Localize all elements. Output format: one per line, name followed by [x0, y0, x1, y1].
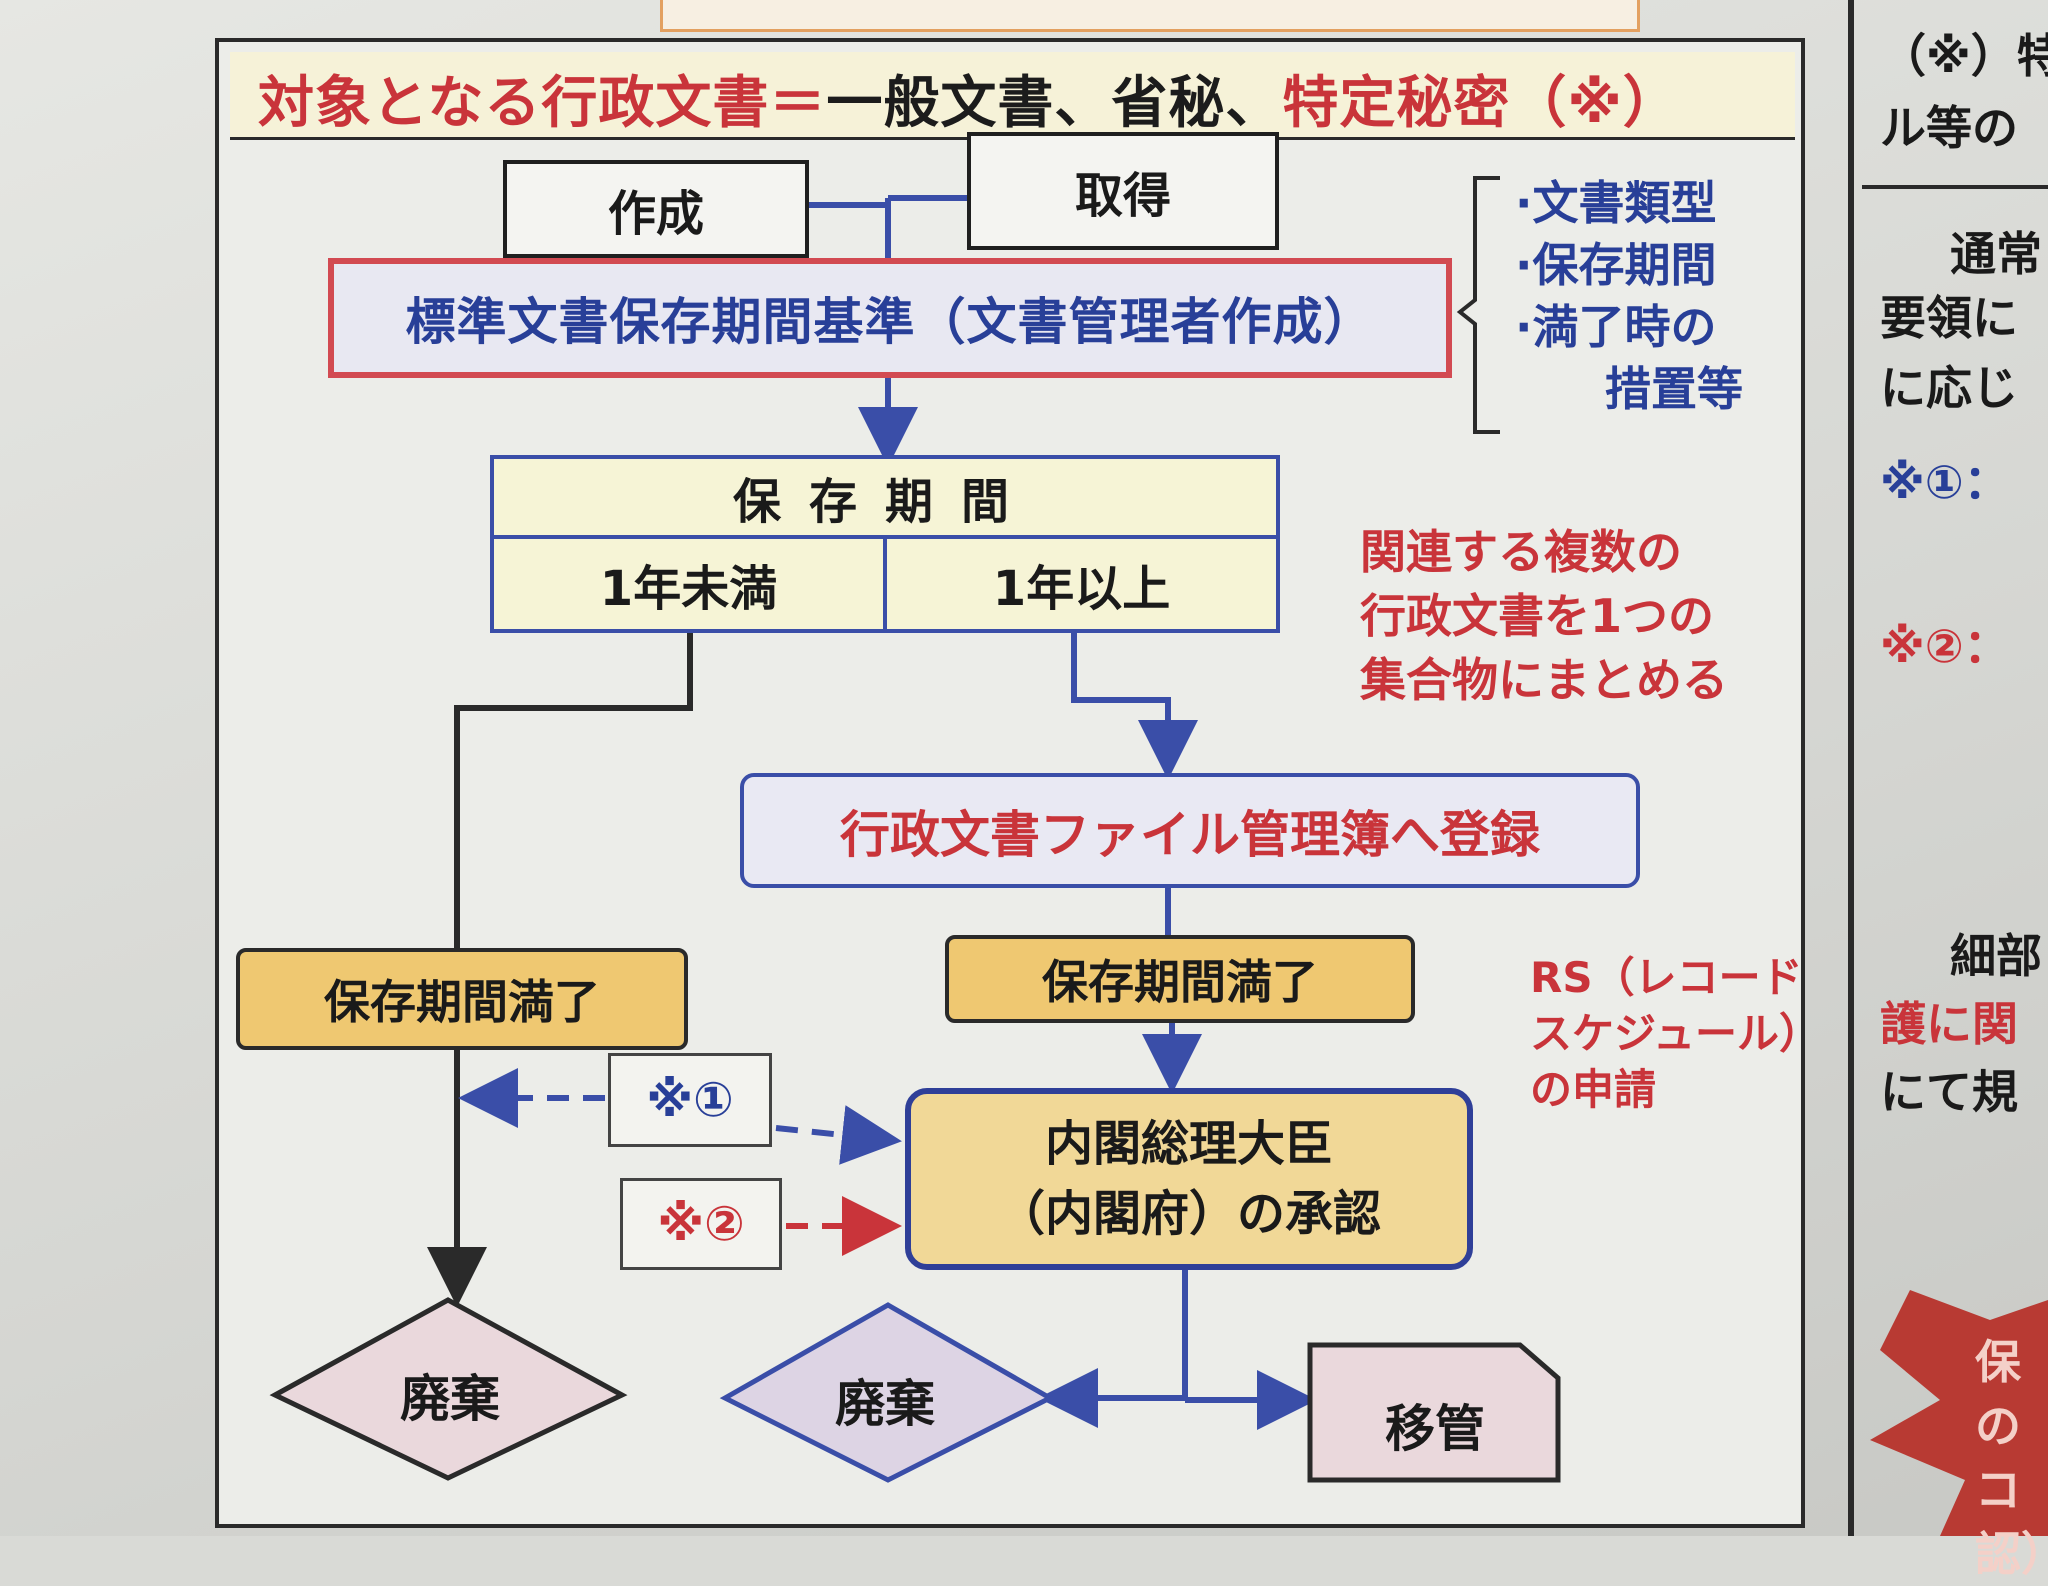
merge-note-line: 集合物にまとめる: [1360, 653, 1728, 707]
note-1-box: ※①: [608, 1053, 772, 1147]
right-column-rule: [1862, 185, 2048, 189]
burst-line: のコ: [1975, 1399, 2021, 1517]
transfer-shape: [1307, 1342, 1561, 1483]
callout-burst: [1870, 1290, 2048, 1536]
standard-item: ·文書類型: [1515, 176, 1717, 230]
standard-item: ·保存期間: [1515, 238, 1717, 292]
previous-section-box: [660, 0, 1640, 32]
right-line: 要領に: [1880, 291, 2018, 345]
title-part-general: 一般文書、省秘、: [826, 71, 1283, 136]
standard-items-list: ·文書類型 ·保存期間 ·満了時の 措置等: [1515, 172, 1795, 442]
period-one-year-or-more: 1年以上: [992, 561, 1171, 617]
column-divider: [1848, 0, 1854, 1536]
create-box: 作成: [503, 160, 809, 258]
rs-note-line: の申請: [1530, 1065, 1657, 1114]
standard-retention-box: 標準文書保存期間基準（文書管理者作成）: [328, 258, 1452, 378]
expiry-right-box: 保存期間満了: [945, 935, 1415, 1023]
note1-arrow-right: [775, 1105, 902, 1165]
diagram-title: 対象となる行政文書＝一般文書、省秘、特定秘密（※）: [258, 58, 1798, 138]
right-line: にて規: [1880, 1065, 2018, 1119]
rs-note: RS（レコード スケジュール） の申請: [1530, 950, 1822, 1150]
retention-period-table: 保存期間 1年未満 1年以上: [490, 455, 1280, 633]
dispose-left-diamond: [269, 1297, 628, 1481]
title-part-target: 対象となる行政文書＝: [258, 71, 827, 136]
transfer-label: 移管: [1385, 1400, 1485, 1458]
merge-note: 関連する複数の 行政文書を1つの 集合物にまとめる: [1360, 520, 1810, 720]
right-line: 通常: [1950, 227, 2042, 281]
right-line: 護に関: [1880, 997, 2018, 1051]
burst-line: 保: [1975, 1335, 2021, 1389]
title-part-secret: 特定秘密（※）: [1282, 71, 1680, 136]
approval-line-1: 内閣総理大臣: [1044, 1116, 1333, 1172]
right-line: 細部: [1950, 929, 2042, 983]
rs-note-line: RS（レコード: [1530, 953, 1803, 1002]
approval-line-2: （内閣府）の承認: [996, 1186, 1381, 1242]
right-line: ※②：: [1880, 619, 2010, 673]
dispose-left-label: 廃棄: [400, 1370, 500, 1428]
list-bracket: [1456, 176, 1500, 434]
right-line: に応じ: [1880, 361, 2018, 415]
standard-item: ·満了時の: [1515, 300, 1717, 354]
dispose-right-diamond: [719, 1302, 1056, 1483]
period-under-one-year: 1年未満: [494, 539, 887, 629]
merge-note-line: 関連する複数の: [1360, 525, 1682, 579]
callout-burst-text: 保 のコ 認）: [1975, 1330, 2048, 1581]
rs-note-line: スケジュール）: [1530, 1009, 1822, 1058]
note-2-box: ※②: [620, 1178, 782, 1270]
right-column-text: （※）特 ル等の 通常 要領に に応じ ※①： ※②： 細部 護に関 にて規: [1880, 20, 2048, 1556]
expiry-left-box: 保存期間満了: [236, 948, 688, 1050]
right-line: （※）特: [1880, 29, 2048, 83]
retention-period-header: 保存期間: [494, 459, 1276, 539]
merge-note-line: 行政文書を1つの: [1360, 589, 1715, 643]
register-file-box: 行政文書ファイル管理簿へ登録: [740, 773, 1640, 888]
right-line: ル等の: [1880, 101, 2018, 155]
connector-long-to-register: [1071, 633, 1198, 780]
dispose-right-label: 廃棄: [835, 1375, 935, 1433]
burst-line: 認）: [1975, 1527, 2048, 1581]
standard-item: 措置等: [1605, 362, 1743, 416]
approval-box: 内閣総理大臣 （内閣府）の承認: [905, 1088, 1473, 1270]
flow-connectors: [269, 176, 1561, 1483]
right-line: ※①：: [1880, 455, 2010, 509]
title-band: [230, 52, 1795, 140]
acquire-box: 取得: [967, 132, 1279, 250]
